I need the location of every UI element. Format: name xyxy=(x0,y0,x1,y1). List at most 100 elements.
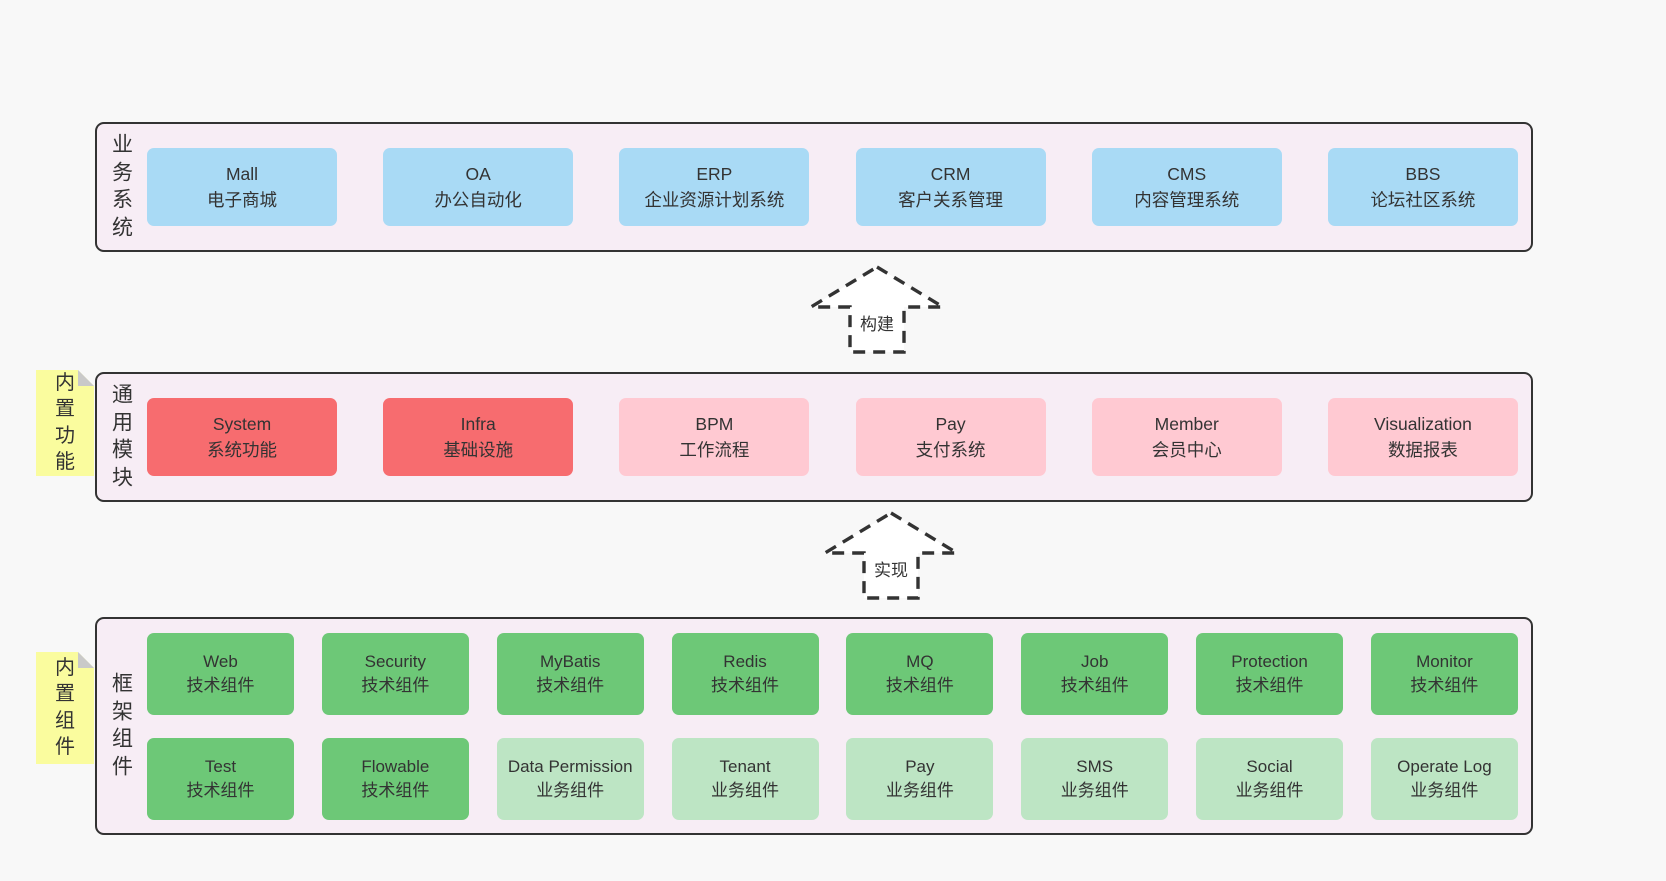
sticky-note-built-in-components: 内置组件 xyxy=(36,652,94,764)
box-test: Test 技术组件 xyxy=(147,737,294,820)
box-subtitle: 论坛社区系统 xyxy=(1370,190,1476,210)
box-title: CMS xyxy=(1167,163,1207,184)
dashed-up-arrow-implement: 实现 xyxy=(821,510,961,602)
box-title: Monitor xyxy=(1416,651,1473,671)
box-subtitle: 业务组件 xyxy=(885,780,954,800)
box-subtitle: 业务组件 xyxy=(1410,780,1479,800)
box-title: MyBatis xyxy=(539,651,601,671)
box-subtitle: 业务组件 xyxy=(536,780,605,800)
box-title: Redis xyxy=(723,651,767,671)
box-subtitle: 技术组件 xyxy=(186,675,255,695)
box-subtitle: 系统功能 xyxy=(207,440,277,460)
box-subtitle: 数据报表 xyxy=(1387,440,1458,460)
box-title: Flowable xyxy=(361,756,430,776)
box-tenant: Tenant 业务组件 xyxy=(671,737,819,820)
box-subtitle: 电子商城 xyxy=(207,190,277,210)
box-title: Pay xyxy=(935,413,966,434)
box-erp: ERP 企业资源计划系统 xyxy=(619,148,810,226)
sticky-label: 内置功能 xyxy=(55,372,75,474)
box-title: ERP xyxy=(696,163,733,184)
box-cms: CMS 内容管理系统 xyxy=(1091,148,1282,226)
box-title: Test xyxy=(204,756,237,776)
box-row: Mall 电子商城 OA 办公自动化 ERP 企业资源计划系统 CRM 客户关系管理 CMS 内容… xyxy=(147,148,1518,226)
box-flowable: Flowable 技术组件 xyxy=(321,737,469,820)
sticky-label: 内置组件 xyxy=(55,657,75,759)
box-web: Web 技术组件 xyxy=(147,632,294,715)
box-title: Pay xyxy=(905,756,935,776)
box-title: MQ xyxy=(906,651,934,671)
box-title: Mall xyxy=(225,163,259,184)
arrow-label: 实现 xyxy=(871,556,911,581)
box-system: System 系统功能 xyxy=(147,398,337,476)
up-arrow-icon xyxy=(807,265,947,354)
panel-label: 框架组件 xyxy=(112,672,134,779)
box-title: Security xyxy=(364,651,427,671)
box-title: Tenant xyxy=(719,756,771,776)
box-subtitle: 技术组件 xyxy=(1235,675,1304,695)
box-subtitle: 企业资源计划系统 xyxy=(644,190,785,210)
folded-corner-icon xyxy=(78,652,94,668)
panel-label: 业务系统 xyxy=(112,133,134,240)
box-subtitle: 技术组件 xyxy=(536,675,605,695)
box-protection: Protection 技术组件 xyxy=(1196,632,1344,715)
box-job: Job 技术组件 xyxy=(1021,632,1169,715)
box-title: Protection xyxy=(1231,651,1308,671)
box-operate-log: Operate Log 业务组件 xyxy=(1370,737,1518,820)
box-title: Infra xyxy=(460,413,496,434)
box-title: SMS xyxy=(1076,756,1114,776)
box-title: System xyxy=(212,413,272,434)
box-title: OA xyxy=(465,163,491,184)
box-pay: Pay 业务组件 xyxy=(846,737,994,820)
box-title: Data Permission xyxy=(507,756,633,776)
box-title: BBS xyxy=(1405,163,1441,184)
arrow-label: 构建 xyxy=(857,310,897,335)
box-data-permission: Data Permission 业务组件 xyxy=(496,737,644,820)
dashed-up-arrow-build: 构建 xyxy=(807,264,947,356)
box-subtitle: 内容管理系统 xyxy=(1134,190,1240,210)
panel-framework-components: 框架组件 Web 技术组件 Security 技术组件 MyBatis 技术组件 Redis… xyxy=(95,617,1533,835)
box-title: Operate Log xyxy=(1397,756,1492,776)
box-title: CRM xyxy=(930,163,971,184)
box-infra: Infra 基础设施 xyxy=(383,398,574,476)
box-title: Job xyxy=(1081,651,1109,671)
up-arrow-icon xyxy=(821,511,961,600)
box-sms: SMS 业务组件 xyxy=(1021,737,1169,820)
box-grid: Mall 电子商城 OA 办公自动化 ERP 企业资源计划系统 CRM 客户关系管理 CMS 内容… xyxy=(147,124,1518,250)
sticky-note-built-in-features: 内置功能 xyxy=(36,370,94,476)
box-subtitle: 业务组件 xyxy=(1235,780,1304,800)
box-subtitle: 工作流程 xyxy=(679,440,750,460)
box-bpm: BPM 工作流程 xyxy=(619,398,810,476)
box-subtitle: 办公自动化 xyxy=(434,190,522,210)
box-subtitle: 技术组件 xyxy=(186,780,255,800)
box-crm: CRM 客户关系管理 xyxy=(855,148,1046,226)
box-title: Member xyxy=(1154,413,1219,434)
box-subtitle: 客户关系管理 xyxy=(898,190,1004,210)
box-title: Social xyxy=(1246,756,1293,776)
box-subtitle: 业务组件 xyxy=(1060,780,1129,800)
folded-corner-icon xyxy=(78,370,94,386)
box-mybatis: MyBatis 技术组件 xyxy=(496,632,644,715)
box-title: BPM xyxy=(695,413,734,434)
box-security: Security 技术组件 xyxy=(321,632,469,715)
panel-business-systems: 业务系统 Mall 电子商城 OA 办公自动化 ERP 企业资源计划系统 CRM 客户关系管理… xyxy=(95,122,1533,252)
box-subtitle: 支付系统 xyxy=(915,440,986,460)
box-title: Web xyxy=(203,651,238,671)
panel-label: 通用模块 xyxy=(112,383,134,490)
box-oa: OA 办公自动化 xyxy=(383,148,574,226)
box-subtitle: 技术组件 xyxy=(1060,675,1129,695)
box-subtitle: 技术组件 xyxy=(361,675,430,695)
box-subtitle: 业务组件 xyxy=(711,780,780,800)
box-subtitle: 技术组件 xyxy=(361,780,430,800)
box-subtitle: 基础设施 xyxy=(443,440,514,460)
box-social: Social 业务组件 xyxy=(1196,737,1344,820)
